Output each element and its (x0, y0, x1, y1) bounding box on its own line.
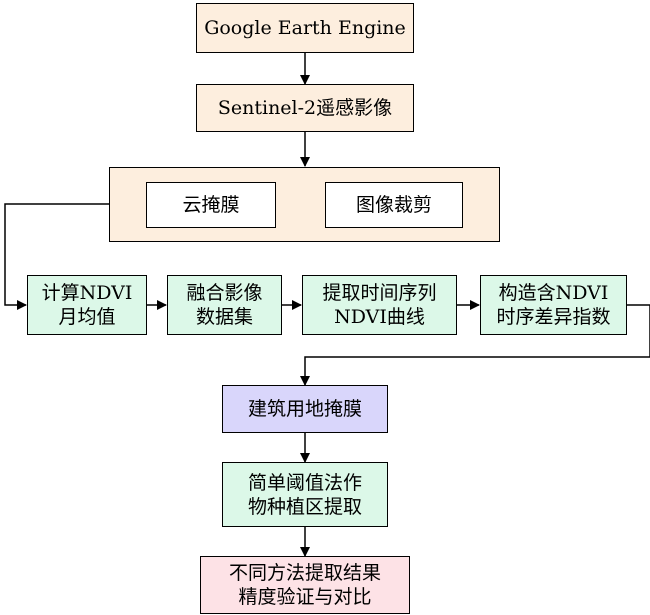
node-extract-curve: 提取时间序列 NDVI曲线 (302, 275, 457, 335)
node-build-index: 构造含NDVI 时序差异指数 (480, 275, 627, 335)
arrow-preprocess-to-ndvi (4, 203, 109, 310)
node-building-mask: 建筑用地掩膜 (222, 385, 388, 433)
node-clip: 图像裁剪 (325, 182, 463, 228)
node-ndvi-monthly: 计算NDVI 月均值 (27, 275, 147, 335)
node-threshold: 简单阈值法作 物种植区提取 (222, 462, 388, 527)
node-gee: Google Earth Engine (196, 3, 414, 53)
arrow-index-to-building-mask (300, 304, 650, 386)
node-validate: 不同方法提取结果 精度验证与对比 (200, 556, 410, 614)
node-fuse: 融合影像 数据集 (167, 275, 282, 335)
node-sentinel: Sentinel-2遥感影像 (196, 84, 414, 132)
node-cloud-mask: 云掩膜 (146, 182, 276, 228)
